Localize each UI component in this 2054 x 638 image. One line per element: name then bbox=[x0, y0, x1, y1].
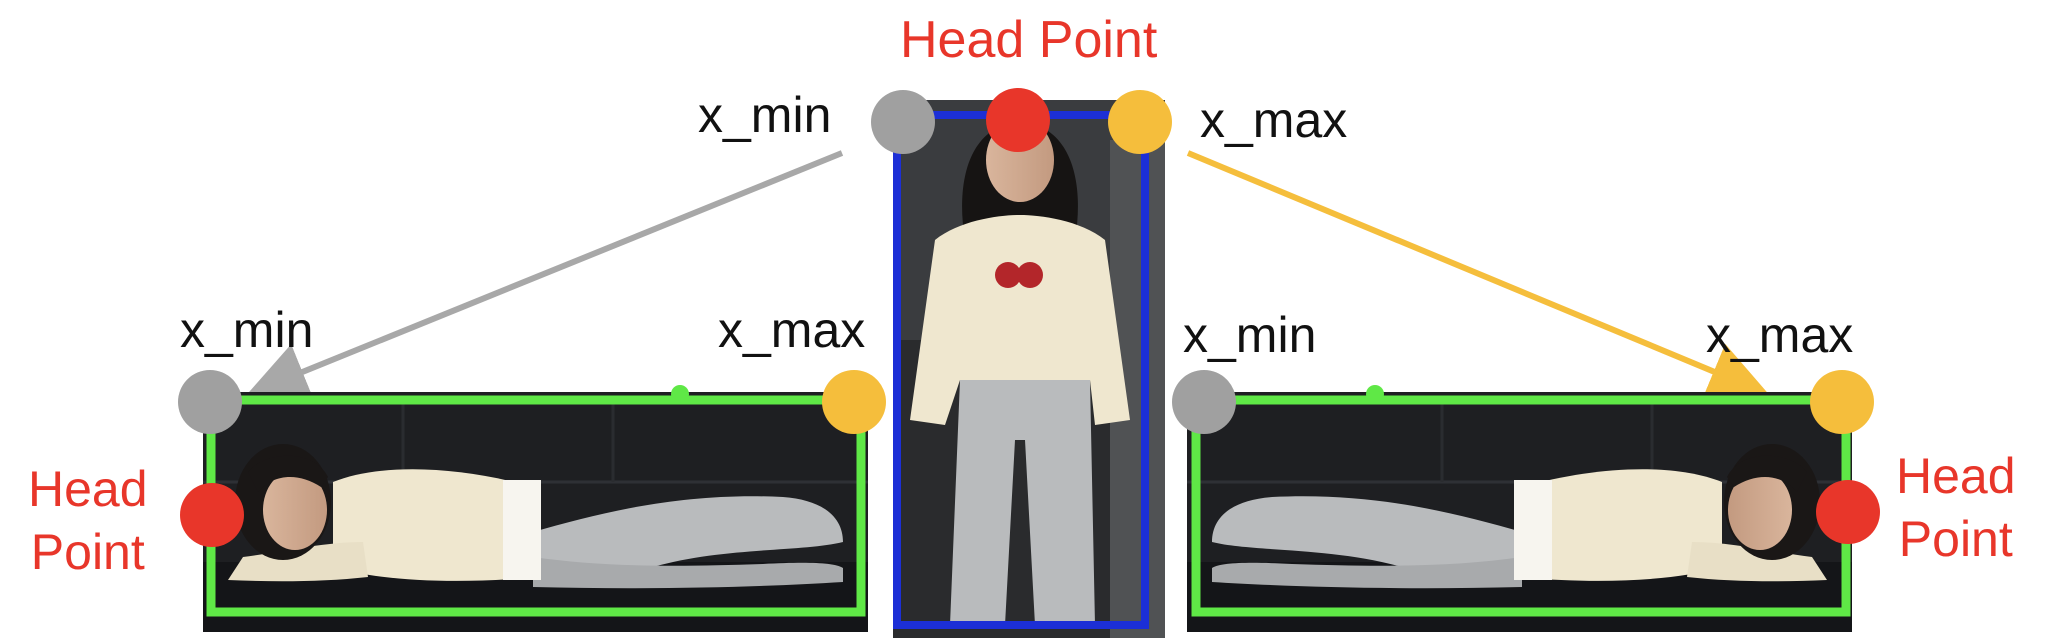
right-head-point bbox=[1816, 480, 1880, 544]
x-max-transfer-arrow bbox=[1186, 150, 1770, 400]
right-x-max-label: x_max bbox=[1706, 307, 1854, 363]
left-head-label-line1: Head bbox=[28, 461, 148, 517]
center-head-label: Head Point bbox=[900, 11, 1158, 69]
left-head-point bbox=[180, 483, 244, 547]
center-x-min-point bbox=[871, 90, 935, 154]
center-head-point bbox=[986, 88, 1050, 152]
left-x-min-label: x_min bbox=[180, 302, 314, 358]
center-x-max-label: x_max bbox=[1200, 92, 1348, 148]
right-x-min-label: x_min bbox=[1183, 307, 1317, 363]
x-min-transfer-arrow bbox=[246, 150, 844, 400]
right-x-min-point bbox=[1172, 370, 1236, 434]
center-x-max-point bbox=[1108, 90, 1172, 154]
right-head-label-line2: Point bbox=[1898, 510, 2013, 567]
left-box-top-marker bbox=[671, 385, 689, 403]
lying-person-photo bbox=[201, 390, 870, 634]
center-x-min-label: x_min bbox=[698, 87, 832, 143]
right-x-max-point bbox=[1810, 370, 1874, 434]
left-head-label: Head Point bbox=[28, 458, 148, 583]
left-x-min-point bbox=[178, 370, 242, 434]
lying-person-photo-flipped bbox=[1185, 390, 1854, 634]
right-box-top-marker bbox=[1366, 385, 1384, 403]
left-head-label-line2: Point bbox=[30, 523, 145, 580]
right-head-label: Head Point bbox=[1896, 445, 2016, 570]
left-x-max-point bbox=[822, 370, 886, 434]
left-x-max-label: x_max bbox=[718, 302, 866, 358]
right-head-label-line1: Head bbox=[1896, 448, 2016, 504]
standing-person-photo bbox=[893, 100, 1165, 638]
